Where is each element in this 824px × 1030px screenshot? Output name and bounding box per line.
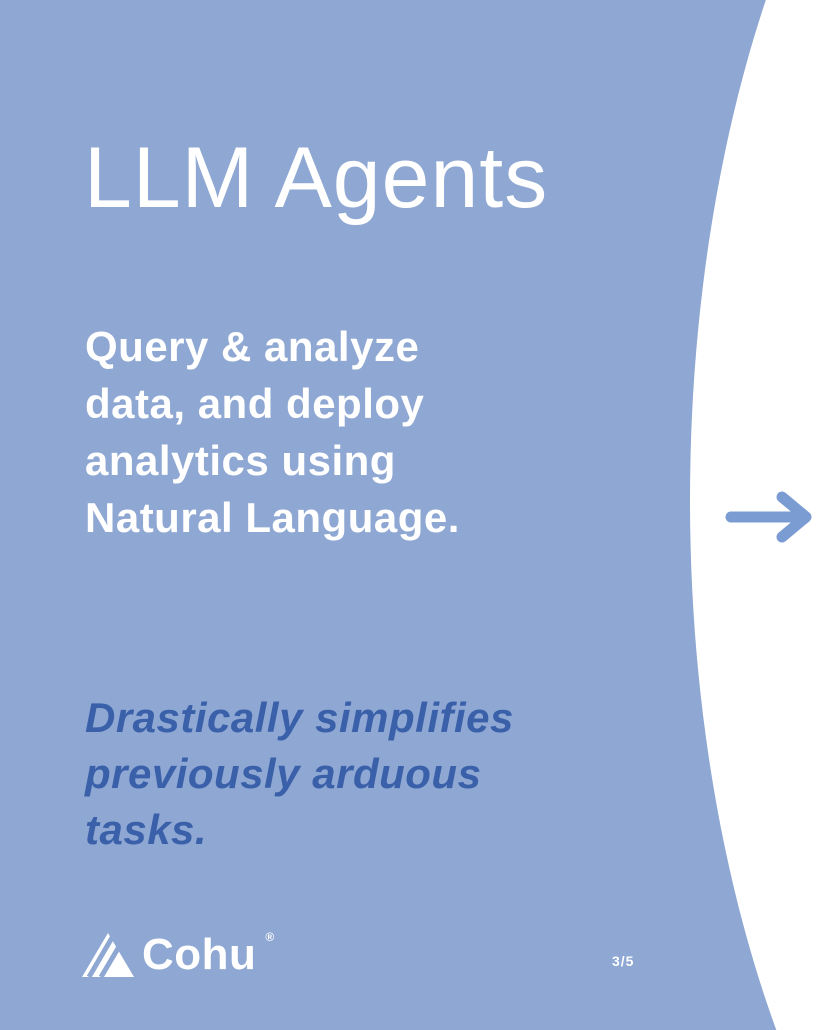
slide-body: Query & analyze data, and deploy analyti… — [85, 318, 460, 546]
slide-title: LLM Agents — [84, 130, 549, 226]
next-arrow-icon[interactable] — [724, 486, 816, 548]
body-line: data, and deploy — [85, 380, 425, 427]
highlight-line: Drastically simplifies — [85, 694, 514, 741]
cohu-logo-mark-icon — [82, 933, 134, 979]
body-line: Natural Language. — [85, 494, 460, 541]
highlight-line: previously arduous — [85, 750, 482, 797]
registered-trademark-icon: ® — [265, 930, 275, 944]
page-indicator: 3/5 — [612, 953, 635, 969]
right-arrow-icon — [725, 491, 812, 543]
slide-highlight: Drastically simplifies previously arduou… — [85, 690, 514, 858]
cohu-logo-text: Cohu — [142, 930, 257, 979]
body-line: analytics using — [85, 437, 396, 484]
body-line: Query & analyze — [85, 323, 420, 370]
highlight-line: tasks. — [85, 806, 208, 853]
cohu-logo: Cohu ® — [82, 930, 275, 979]
